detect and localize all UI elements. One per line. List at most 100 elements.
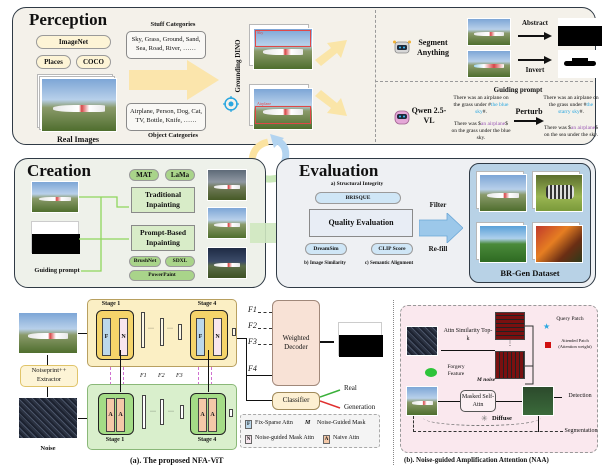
dataset-coco: COCO <box>76 55 111 69</box>
legend-box: F Fix-Sparse Attn M Noise-Guided Mask N … <box>240 414 380 448</box>
forgery-feature-blob <box>425 368 437 377</box>
sam-input-image-1 <box>467 18 511 46</box>
prompt-based-inpainting-box: Prompt-Based Inpainting <box>131 225 195 251</box>
creation-connectors <box>79 196 129 272</box>
model-sdxl: SDXL <box>165 256 195 267</box>
legend-mask-symbol: M <box>305 420 311 426</box>
token-block <box>178 324 182 340</box>
stage4-top-block: F N <box>190 310 228 360</box>
naa-panel: Attn Similarity Top-k ⋮ ★ Query Patch At… <box>400 305 598 453</box>
creation-title: Creation <box>27 161 91 180</box>
model-powerpaint: PowerPaint <box>129 270 195 281</box>
legend-fix-sparse-swatch: F <box>245 420 252 429</box>
input-to-extractor-arrow <box>47 355 48 365</box>
naive-attn-col: A <box>116 398 125 432</box>
sky-box-label: Sky <box>257 30 264 35</box>
noiseprint-extractor-box: Noiseprint++ Extractor <box>20 365 78 387</box>
perception-title: Perception <box>29 10 108 29</box>
inpainted-image-3 <box>207 247 247 279</box>
model-brushnet: BrushNet <box>129 256 161 267</box>
f2-arrow <box>258 328 272 329</box>
diffuse-curve <box>423 410 541 426</box>
token-block <box>160 399 164 425</box>
section-divider <box>393 300 394 465</box>
perception-divider-horizontal <box>375 81 593 82</box>
perturb-arrowhead <box>536 117 544 125</box>
refill-label: Re-fill <box>428 245 448 253</box>
perturb-label: Perturb <box>515 107 543 116</box>
evaluation-panel: Evaluation a) Structural Integrity BRISQ… <box>276 158 596 288</box>
airplane-shape <box>213 263 241 268</box>
stage1-top-label: Stage 1 <box>101 301 121 307</box>
airplane-shape <box>411 401 433 405</box>
robot-icon-qwen <box>394 110 410 125</box>
perception-big-arrow <box>129 60 219 100</box>
noise-mask-arrow-stage4 <box>208 350 209 392</box>
feature-f2-tap: F2 <box>158 373 165 379</box>
dataset-places: Places <box>36 55 71 69</box>
legend-noise-attn-label: Noise-guided Mask Attn <box>255 435 314 441</box>
noise-guided-col: N <box>119 318 128 356</box>
airplane-shape <box>474 64 504 68</box>
quality-evaluation-box: Quality Evaluation <box>309 209 413 237</box>
invert-label: Invert <box>525 66 545 74</box>
perception-divider-vertical <box>375 10 376 142</box>
noise-guided-col: N <box>213 318 222 356</box>
rgb-backbone: Stage 1 Stage 4 F N ··· ··· F N <box>87 299 237 367</box>
airplane-shape <box>27 333 69 339</box>
real-images-label: Real Images <box>57 135 99 144</box>
inpainted-image-2 <box>207 207 247 239</box>
classifier-box: Classifier <box>272 392 320 410</box>
ellipsis: ··· <box>150 409 156 415</box>
naa-link-stage1 <box>110 367 124 385</box>
prompt-before-1: There was an airplane on the grass under… <box>451 95 511 116</box>
prompt-after-2: There was $an airplane$ on the sea under… <box>543 125 599 139</box>
naive-attn-col: A <box>208 398 217 432</box>
token-block <box>229 409 233 417</box>
airplane-shape <box>262 49 304 55</box>
dataset-imagenet: ImageNet <box>36 35 111 49</box>
query-patch-label: Query Patch <box>556 316 584 322</box>
segmentation-label: Segmentation <box>564 428 598 434</box>
backbone-output-vertical <box>246 338 247 400</box>
ellipsis: ··· <box>167 326 173 332</box>
creation-source-image <box>31 181 79 213</box>
traditional-inpainting-box: Traditional Inpainting <box>131 187 195 213</box>
br-gen-dataset-label: BR-Gen Dataset <box>500 268 560 278</box>
abstract-label: Abstract <box>521 19 549 27</box>
prompt-highlight: an airplane <box>480 121 506 127</box>
invert-arrowhead <box>544 56 552 64</box>
dataset-image-airplane <box>479 174 527 212</box>
prompt-highlight: an airplane <box>570 125 596 131</box>
target-icon <box>223 96 239 112</box>
abstract-mask-output <box>558 18 602 46</box>
stage4-top-label: Stage 4 <box>197 301 217 307</box>
mask-region <box>32 234 80 254</box>
filter-label: Filter <box>429 201 447 209</box>
clip-score-pill: CLIP Score <box>371 243 413 255</box>
perception-panel: Perception ImageNet Places COCO Real Ima… <box>12 7 602 145</box>
naa-link-stage4 <box>198 367 212 385</box>
dataset-image-zebra <box>535 174 583 212</box>
airplane-shape <box>38 197 72 202</box>
airplane-shape <box>474 32 504 36</box>
generation-label: Generation <box>344 403 376 411</box>
to-classifier-arrow <box>246 400 272 401</box>
airplane-detection-image: Airplane <box>253 88 313 130</box>
detection-arrow <box>554 397 562 398</box>
prompt-text: #. <box>482 109 487 116</box>
segment-anything-label: Segment Anything <box>416 38 449 57</box>
zebra-shape <box>546 185 574 199</box>
attn-similarity-label: Attn Similarity Top-k <box>443 328 493 342</box>
feature-f3: F3 <box>248 337 257 346</box>
airplane-bounding-box <box>255 106 311 124</box>
invert-arrow <box>518 59 546 61</box>
br-gen-dataset-box: BR-Gen Dataset <box>469 163 591 283</box>
filter-arrow <box>419 213 463 243</box>
real-image <box>41 78 117 132</box>
naa-caption: (b). Noise-guided Amplification Attentio… <box>404 456 549 464</box>
prompt-highlight: the starry sky <box>558 102 594 116</box>
f4-arrow <box>246 375 272 376</box>
masked-self-attn-box: Masked Self-Attn <box>460 390 496 412</box>
model-lama: LaMa <box>165 169 195 181</box>
